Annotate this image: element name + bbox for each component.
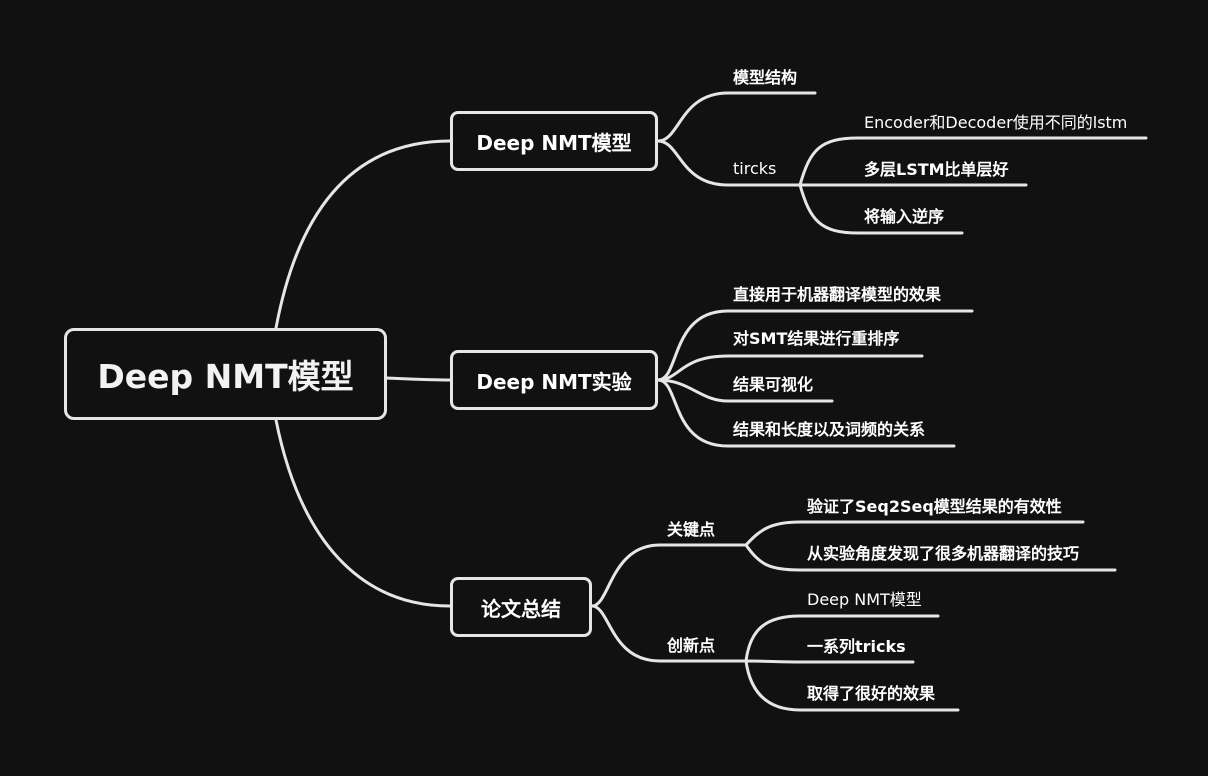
experiment-item-direct-translation[interactable]: 直接用于机器翻译模型的效果 xyxy=(733,285,942,304)
innovation-deep-nmt-model[interactable]: Deep NMT模型 xyxy=(807,590,922,609)
tircks-item-multilayer-lstm[interactable]: 多层LSTM比单层好 xyxy=(864,160,1009,179)
link-innovation-to-2 xyxy=(744,659,960,712)
link-innovation-to-1 xyxy=(744,659,915,664)
link-topic-2-to-child-1 xyxy=(590,604,748,663)
topic-paper-summary[interactable]: 论文总结 xyxy=(450,577,592,637)
link-tircks-to-0 xyxy=(798,136,1148,187)
experiment-item-smt-rerank[interactable]: 对SMT结果进行重排序 xyxy=(733,329,900,348)
key-point-seq2seq-validity[interactable]: 验证了Seq2Seq模型结果的有效性 xyxy=(807,497,1062,516)
link-innovation-to-0 xyxy=(744,614,940,663)
topic-deep-nmt-model[interactable]: Deep NMT模型 xyxy=(450,111,658,171)
link-keypoint-to-0 xyxy=(744,520,1085,547)
link-topic-1-to-child-2 xyxy=(656,378,834,403)
link-keypoint-to-1 xyxy=(744,543,1117,572)
link-root-to-topic-1 xyxy=(385,376,452,382)
link-root-to-topic-0 xyxy=(274,139,452,330)
tircks-item-encoder-decoder[interactable]: Encoder和Decoder使用不同的lstm xyxy=(864,113,1128,132)
root-node[interactable]: Deep NMT模型 xyxy=(64,328,387,420)
summary-innovations[interactable]: 创新点 xyxy=(667,636,716,655)
link-topic-1-to-child-3 xyxy=(656,378,956,448)
tircks-item-reverse-input[interactable]: 将输入逆序 xyxy=(864,207,945,226)
link-topic-2-to-child-0 xyxy=(590,543,748,608)
key-point-translation-tricks[interactable]: 从实验角度发现了很多机器翻译的技巧 xyxy=(807,544,1080,563)
link-topic-1-to-child-0 xyxy=(656,309,974,382)
link-root-to-topic-2 xyxy=(274,418,452,608)
innovation-good-results[interactable]: 取得了很好的效果 xyxy=(807,684,936,703)
link-tircks-to-2 xyxy=(798,183,964,235)
experiment-item-length-frequency[interactable]: 结果和长度以及词频的关系 xyxy=(733,420,926,439)
link-topic-0-to-child-0 xyxy=(656,91,817,143)
experiment-item-visualization[interactable]: 结果可视化 xyxy=(733,375,814,394)
innovation-tricks[interactable]: 一系列tricks xyxy=(807,637,906,656)
subtopic-model-structure[interactable]: 模型结构 xyxy=(733,68,798,87)
link-topic-0-to-child-1 xyxy=(656,139,802,187)
summary-key-points[interactable]: 关键点 xyxy=(667,520,716,539)
topic-deep-nmt-experiment[interactable]: Deep NMT实验 xyxy=(450,350,658,410)
subtopic-tircks[interactable]: tircks xyxy=(733,159,777,178)
